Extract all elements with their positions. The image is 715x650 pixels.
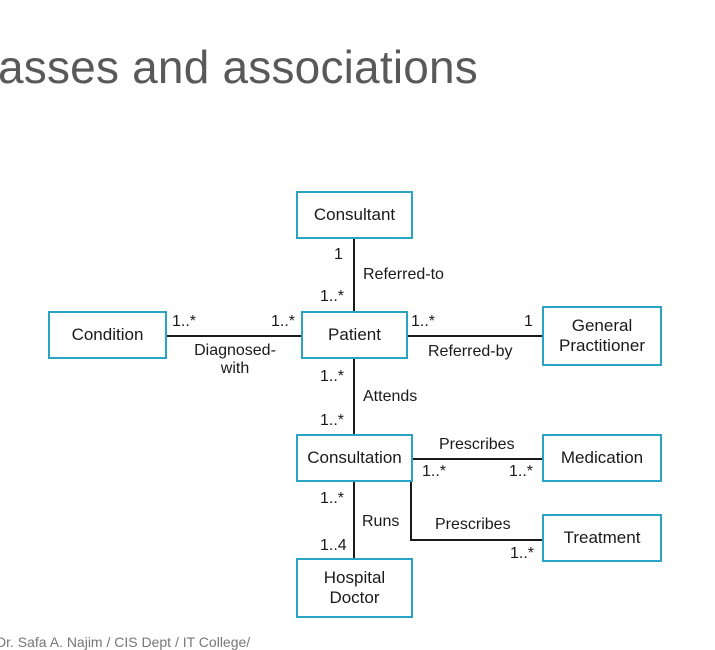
class-gp-label-line2: Practitioner [559,336,645,355]
mult-gp-end: 1 [524,313,533,330]
line-treatment-vertical [410,481,412,540]
mult-consultation-bottom: 1..* [320,490,345,507]
class-hospital-label-line2: Doctor [329,588,380,607]
slide-footer: Dr. Safa A. Najim / CIS Dept / IT Colleg… [0,634,251,650]
assoc-prescribes-medication: Prescribes [439,436,515,453]
assoc-diagnosed-line1: Diagnosed- [194,342,276,359]
class-medication[interactable]: Medication [542,434,662,482]
class-medication-label: Medication [560,448,644,467]
assoc-diagnosed-line2: with [220,360,250,377]
line-patient-gp [407,335,543,337]
line-condition-patient [166,335,302,337]
assoc-referred-by: Referred-by [428,343,513,360]
assoc-prescribes-treatment: Prescribes [435,516,511,533]
class-patient[interactable]: Patient [301,311,408,359]
class-consultant-label: Consultant [313,205,396,224]
assoc-diagnosed-with: Diagnosed- with [180,342,290,378]
mult-hospital-end: 1..4 [320,537,347,554]
class-consultation-label: Consultation [307,448,402,467]
class-consultant[interactable]: Consultant [296,191,413,239]
assoc-runs: Runs [362,513,400,530]
line-treatment-horizontal [410,539,543,541]
mult-consultant-end: 1 [334,246,343,263]
assoc-referred-to: Referred-to [363,266,444,283]
mult-consultation-medication: 1..* [422,463,447,480]
mult-patient-top: 1..* [320,288,345,305]
mult-treatment-end: 1..* [510,545,535,562]
mult-medication-end: 1..* [509,463,534,480]
class-patient-label: Patient [328,325,381,344]
assoc-attends: Attends [363,388,418,405]
mult-patient-right: 1..* [411,313,436,330]
class-gp-label-line1: General [571,316,633,335]
class-hospital-doctor[interactable]: Hospital Doctor [296,558,413,618]
class-treatment[interactable]: Treatment [542,514,662,562]
class-condition-label: Condition [71,325,144,344]
slide-title: asses and associations [0,41,479,93]
class-treatment-label: Treatment [563,528,641,547]
mult-patient-bottom: 1..* [320,368,345,385]
class-hospital-label-line1: Hospital [323,568,386,587]
class-general-practitioner[interactable]: General Practitioner [542,306,662,366]
mult-patient-left: 1..* [271,313,296,330]
line-consultation-hospital [353,481,355,559]
line-patient-consultation [353,358,355,435]
mult-consultation-top: 1..* [320,412,345,429]
line-consultant-patient [353,238,355,314]
mult-condition-end: 1..* [172,313,197,330]
class-consultation[interactable]: Consultation [296,434,413,482]
class-condition[interactable]: Condition [48,311,167,359]
line-consultation-medication [412,458,543,460]
